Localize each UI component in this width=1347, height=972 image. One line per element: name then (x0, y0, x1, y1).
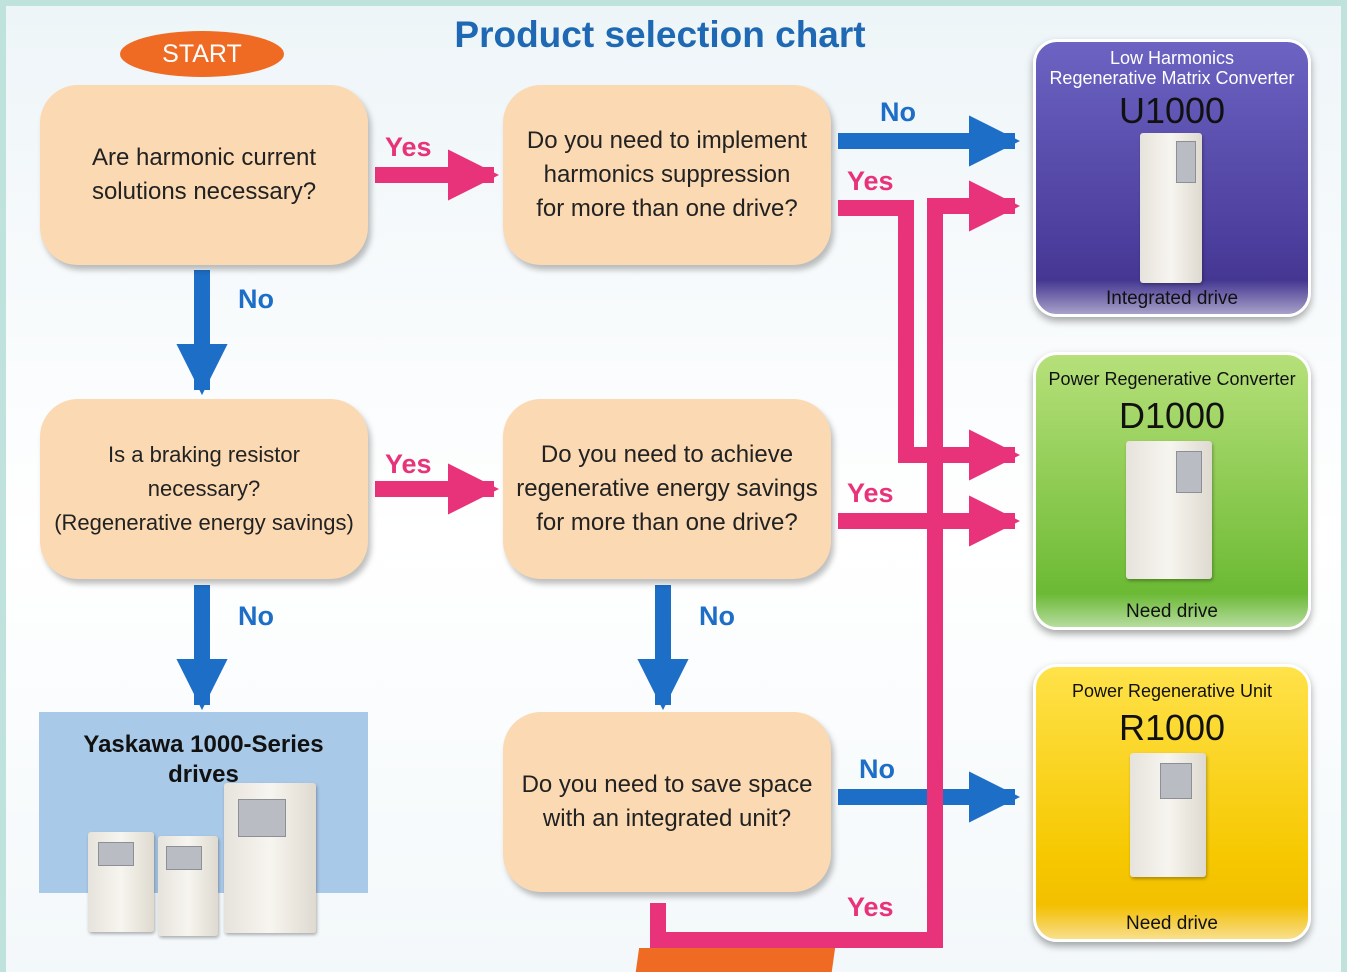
u1000-footer: Integrated drive (1036, 280, 1308, 314)
u1000-model: U1000 (1118, 90, 1226, 131)
label-q2-yes: Yes (847, 166, 894, 196)
r1000-model: R1000 (1118, 707, 1226, 748)
label-q5-yes: Yes (847, 892, 894, 922)
product-u1000-card: Low Harmonics Regenerative Matrix Conver… (1033, 39, 1311, 317)
question-regen-multiple-drives: Do you need to achieve regenerative ener… (503, 399, 831, 579)
r1000-line1: Power Regenerative Unit (1071, 681, 1273, 701)
u1000-line2: Regenerative Matrix Converter (1049, 68, 1295, 88)
yaskawa-drive-medium (158, 836, 218, 936)
d1000-model: D1000 (1118, 395, 1226, 436)
product-r1000-card: Power Regenerative Unit R1000 Need drive (1033, 664, 1311, 942)
question-harmonic-solutions: Are harmonic current solutions necessary… (40, 85, 368, 265)
product-d1000-card: Power Regenerative Converter D1000 Need … (1033, 352, 1311, 630)
question-braking-resistor: Is a braking resistor necessary? (Regene… (40, 399, 368, 579)
r1000-drive-image (1130, 753, 1206, 877)
question-harmonics-multiple-drives: Do you need to implement harmonics suppr… (503, 85, 831, 265)
yaskawa-title: Yaskawa 1000-Series drives (83, 731, 324, 788)
label-q4-yes: Yes (847, 478, 894, 508)
u1000-drive-image (1140, 133, 1202, 283)
u1000-line1: Low Harmonics (1109, 48, 1235, 68)
label-q4-no: No (699, 601, 735, 631)
label-q1-no: No (238, 284, 274, 314)
bottom-tab (634, 948, 836, 972)
d1000-line1: Power Regenerative Converter (1048, 369, 1296, 389)
label-q2-no: No (880, 97, 916, 127)
label-q5-no: No (859, 754, 895, 784)
label-q3-yes: Yes (385, 449, 432, 479)
q2-yes-arrow (838, 200, 1021, 481)
label-q1-yes: Yes (385, 132, 432, 162)
r1000-footer: Need drive (1036, 905, 1308, 939)
d1000-footer: Need drive (1036, 593, 1308, 627)
yaskawa-drive-small (88, 832, 154, 932)
q5-yes-arrow (650, 180, 1021, 948)
question-save-space: Do you need to save space with an integr… (503, 712, 831, 892)
yaskawa-drive-large (224, 783, 316, 933)
start-node: START (120, 31, 284, 77)
d1000-drive-image (1126, 441, 1212, 579)
chart-title: Product selection chart (454, 14, 866, 55)
label-q3-no: No (238, 601, 274, 631)
